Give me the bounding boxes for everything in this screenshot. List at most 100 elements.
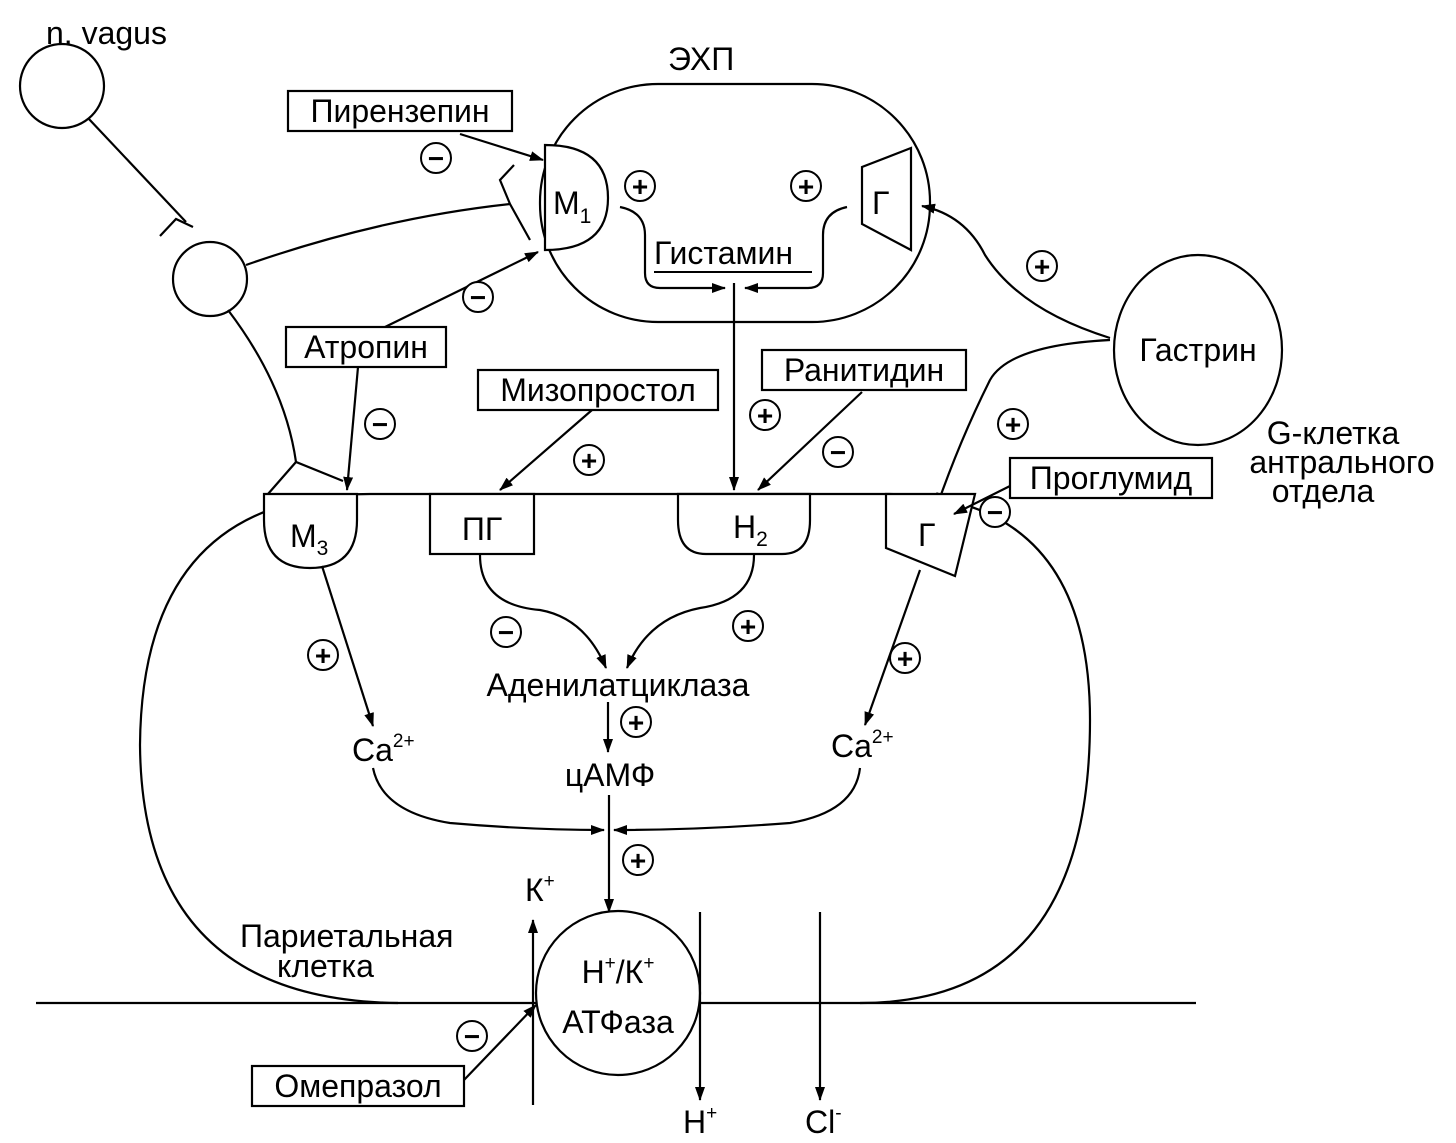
m1-synapse-fork [498,164,531,241]
proglumide-label: Проглумид [1030,460,1193,496]
svg-text:+: + [632,171,648,202]
g-cell-caption-line2: антрального [1249,444,1434,480]
svg-text:−: − [830,437,846,468]
parietal-cell-caption-line1: Париетальная [240,918,453,954]
ecl-gastrin-receptor-label: Г [872,185,889,221]
gastrin-to-parietal-arrow[interactable] [935,338,1111,507]
proglumide-box[interactable] [1008,456,1214,500]
omeprazole-label: Омепразол [274,1068,441,1104]
svg-text:+: + [628,707,644,738]
misoprostol-arrow[interactable] [499,409,593,491]
svg-text:+: + [581,445,597,476]
svg-text:+: + [757,400,773,431]
histamine-label: Гистамин [654,235,793,271]
sign-minus-atropine-m1: − [462,281,494,313]
omeprazole-arrow[interactable] [463,1004,537,1081]
svg-text:−: − [464,1021,480,1052]
sign-minus-pg: − [490,616,522,648]
sign-plus-misoprostol: + [573,444,605,476]
pirenzepine-box[interactable] [286,89,514,133]
ca-left-to-pump-arrow[interactable] [371,767,605,835]
sign-plus-m3-ca: + [307,639,339,671]
atropine-box[interactable] [284,325,448,369]
k-ion-label: К+ [525,871,555,908]
pirenzepine-label: Пирензепин [310,93,489,129]
neuron-to-m3-fiber [227,309,298,463]
h-ion-label: Н+ [683,1103,717,1140]
sign-plus-gastrin-ecl: + [1026,250,1058,282]
vagus-synapse-bar [159,217,194,237]
pump-label-line2: АТФаза [562,1004,674,1040]
omeprazole-box[interactable] [250,1064,466,1108]
m3-receptor [262,492,359,570]
camp-label: цАМФ [565,757,655,793]
sign-plus-g-histamine: + [790,170,822,202]
misoprostol-label: Мизопростол [500,372,696,408]
svg-text:+: + [897,643,913,674]
vagus-axon [87,117,187,223]
g-to-histamine-arrow[interactable] [744,205,848,293]
ca-right-to-pump-arrow[interactable] [613,767,862,835]
parietal-cell-caption-line2: клетка [277,948,374,984]
gastrin-label: Гастрин [1139,332,1256,368]
sign-plus-pump: + [622,844,654,876]
misoprostol-box[interactable] [476,368,720,412]
enteric-neuron [171,240,249,318]
h-k-atpase-pump [534,909,702,1077]
svg-text:+: + [798,171,814,202]
ranitidine-label: Ранитидин [784,352,944,388]
sign-minus-ranitidine: − [822,436,854,468]
ecl-gastrin-receptor [860,146,913,252]
sign-minus-pirenzepine: − [420,142,452,174]
sign-plus-g-ca: + [889,642,921,674]
gastrin-to-ecl-arrow[interactable] [921,203,1111,340]
svg-text:+: + [1005,409,1021,440]
neuron-to-m1-fiber [245,202,511,267]
svg-text:+: + [630,845,646,876]
pirenzepine-arrow[interactable] [459,132,544,162]
pg-receptor [428,492,536,556]
parietal-gastrin-receptor [884,492,977,578]
svg-text:−: − [372,409,388,440]
svg-text:+: + [1034,251,1050,282]
atropine-label: Атропин [304,329,428,365]
sign-plus-histamine-h2: + [749,399,781,431]
sign-plus-m1-histamine: + [624,170,656,202]
m1-to-histamine-arrow[interactable] [619,205,726,293]
svg-text:−: − [498,617,514,648]
atropine-to-m3-arrow[interactable] [343,366,360,491]
svg-text:−: − [987,497,1003,528]
proglumide-arrow[interactable] [953,485,1011,515]
svg-text:−: − [470,282,486,313]
pg-label: ПГ [462,511,502,547]
svg-text:−: − [428,143,444,174]
ecl-cell-label: ЭХП [668,41,734,77]
adenylate-cyclase-label: Аденилатциклаза [487,667,750,703]
m3-synapse-fork [267,460,344,495]
ranitidine-arrow[interactable] [757,391,863,491]
svg-text:+: + [740,611,756,642]
m1-receptor [543,143,610,252]
vagus-neuron [18,42,106,130]
pump-label-line1: Н+/К+ [582,953,655,990]
h2-receptor [676,492,812,556]
svg-text:+: + [315,640,331,671]
g-cell-caption-line1: G-клетка [1267,415,1400,451]
sign-minus-omeprazole: − [456,1020,488,1052]
m3-label: М3 [290,518,328,560]
m3-to-ca-arrow[interactable] [320,565,375,727]
m1-label: М1 [553,185,591,228]
sign-plus-gastrin-parietal: + [997,408,1029,440]
cl-ion-label: Cl- [805,1103,842,1140]
h2-to-adenylate-cyclase-arrow[interactable] [625,554,756,669]
sign-plus-adenylate-cyclase: + [620,706,652,738]
parietal-gastrin-receptor-label: Г [918,517,935,553]
pg-to-adenylate-cyclase-arrow[interactable] [478,554,608,669]
g-to-ca-arrow[interactable] [863,569,922,726]
ca-left-label: Ca2+ [352,731,415,768]
atropine-to-m1-arrow[interactable] [384,251,539,328]
ranitidine-box[interactable] [760,348,968,392]
h2-label: Н2 [733,509,768,551]
parietal-cell-membrane [138,492,1092,1005]
